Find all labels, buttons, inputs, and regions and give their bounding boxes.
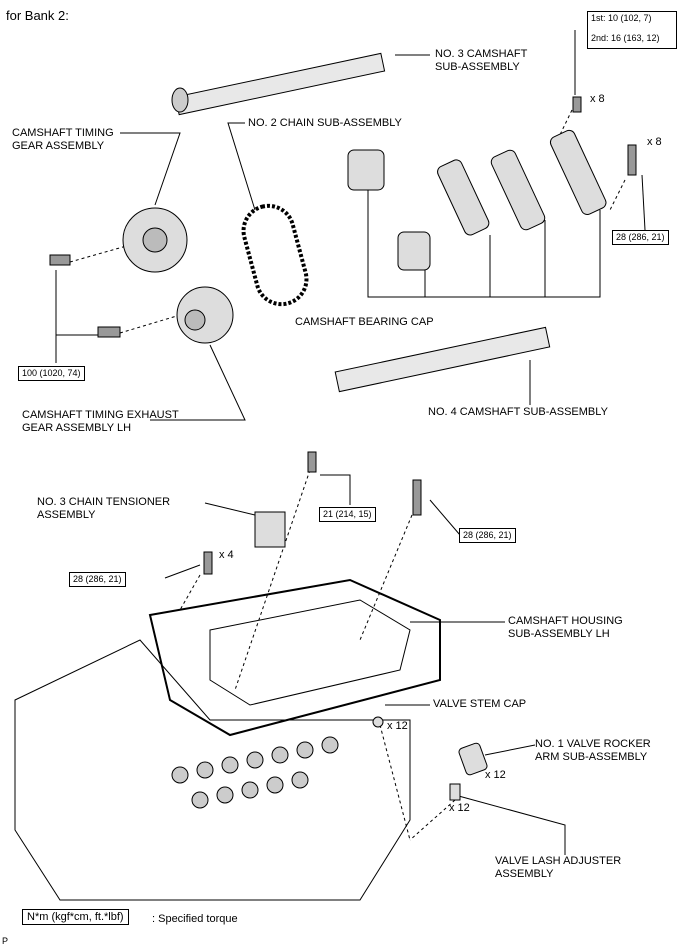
torque-second: 2nd: 16 (163, 12) — [591, 33, 660, 43]
leader-tensioner — [204, 502, 256, 516]
torque-box-28-mid: 28 (286, 21) — [459, 528, 516, 543]
leader-torque-28-left — [164, 564, 201, 579]
leader-lash — [454, 794, 566, 855]
leader-timing-gear — [120, 132, 181, 206]
label-chain-tensioner: NO. 3 CHAIN TENSIONER ASSEMBLY — [37, 496, 171, 521]
qty-x12-lash: x 12 — [449, 802, 470, 814]
qty-x12-rocker: x 12 — [485, 769, 506, 781]
label-timing-gear: CAMSHAFT TIMING GEAR ASSEMBLY — [12, 127, 114, 152]
valve-stem-cap-drawing — [372, 716, 384, 728]
leader-torque-21 — [320, 474, 351, 505]
bearing-caps-drawing — [347, 129, 607, 271]
exhaust-gear-drawing — [176, 286, 234, 344]
label-no3-camshaft: NO. 3 CAMSHAFT SUB-ASSEMBLY — [435, 48, 528, 73]
torque-first: 1st: 10 (102, 7) — [591, 13, 652, 23]
chain-drawing — [241, 203, 309, 307]
torque-box-100: 100 (1020, 74) — [18, 366, 85, 381]
leader-torque-28-mid — [429, 499, 461, 536]
qty-x4: x 4 — [219, 549, 234, 561]
label-exhaust-gear: CAMSHAFT TIMING EXHAUST GEAR ASSEMBLY LH — [22, 409, 179, 434]
label-rocker-arm: NO. 1 VALVE ROCKER ARM SUB-ASSEMBLY — [535, 738, 651, 763]
qty-x12-stem-cap: x 12 — [387, 720, 408, 732]
tensioner-drawing — [254, 511, 286, 548]
no4-camshaft-drawing — [334, 326, 551, 393]
leader-no2-chain — [227, 122, 256, 211]
camshaft-housing-drawing — [148, 578, 441, 737]
no3-camshaft-drawing — [171, 52, 386, 116]
label-camshaft-housing: CAMSHAFT HOUSING SUB-ASSEMBLY LH — [508, 615, 623, 640]
label-no4-camshaft: NO. 4 CAMSHAFT SUB-ASSEMBLY — [428, 406, 608, 418]
lash-adjuster-drawing — [449, 783, 461, 801]
qty-x8-first: x 8 — [590, 93, 605, 105]
label-no2-chain: NO. 2 CHAIN SUB-ASSEMBLY — [248, 117, 402, 129]
timing-gear-drawing — [122, 207, 188, 273]
torque-box-28-left: 28 (286, 21) — [69, 572, 126, 587]
rocker-arm-drawing — [458, 742, 488, 776]
cylinder-head-drawing — [14, 639, 411, 901]
torque-box-28-right: 28 (286, 21) — [612, 230, 669, 245]
figure-code: P — [2, 936, 9, 946]
leader-exhaust-gear — [150, 344, 246, 421]
bolts-drawing — [49, 96, 637, 575]
torque-box-first-second: 1st: 10 (102, 7) 2nd: 16 (163, 12) — [587, 11, 677, 49]
label-bearing-cap: CAMSHAFT BEARING CAP — [295, 316, 434, 328]
label-valve-stem-cap: VALVE STEM CAP — [433, 698, 527, 710]
qty-x8-second: x 8 — [647, 136, 662, 148]
label-lash-adjuster: VALVE LASH ADJUSTER ASSEMBLY — [495, 855, 622, 880]
leader-rocker — [484, 744, 536, 756]
legend-units-box: N*m (kgf*cm, ft.*lbf) — [22, 909, 129, 925]
page-title: for Bank 2: — [6, 8, 69, 23]
torque-box-21: 21 (214, 15) — [319, 507, 376, 522]
leader-torque-100 — [55, 270, 100, 336]
leader-torque-28-right — [641, 174, 646, 231]
legend-text: : Specified torque — [152, 913, 238, 925]
leader-bearing-cap — [367, 185, 601, 298]
